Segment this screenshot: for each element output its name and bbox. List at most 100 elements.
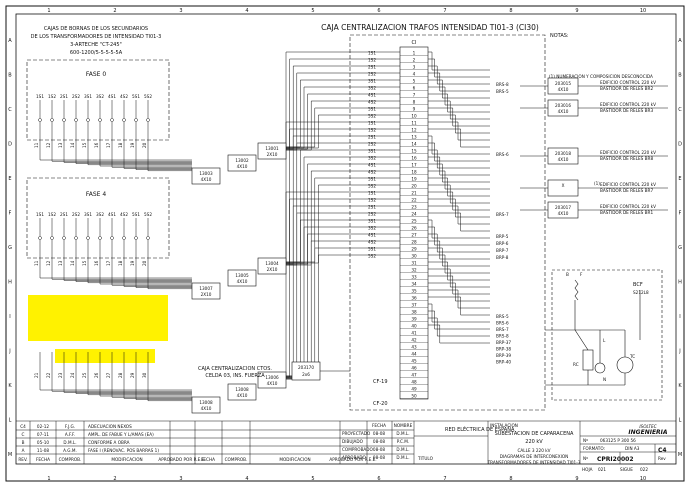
tb-role: DIBUJADO <box>342 439 364 444</box>
ci-terminal-label: 2S2 <box>368 142 376 147</box>
brp-label: BRP-6 <box>496 241 509 246</box>
heater-tc: TC <box>629 354 635 359</box>
ci-terminal-label: 1S2 <box>368 198 376 203</box>
ci-terminal-number: 39 <box>411 317 417 322</box>
terminal-point <box>62 236 66 240</box>
relay-cable-id: X <box>562 183 565 188</box>
wire <box>428 282 490 302</box>
left-title: CAJAS DE BORNAS DE LOS SECUNDARIOS DE LO… <box>31 26 162 56</box>
ci-terminal-number: 18 <box>411 170 417 175</box>
terminal-label: 3S1 <box>84 212 92 217</box>
wire <box>286 198 400 378</box>
brs-lower-label: BRP-38 <box>496 347 511 352</box>
brs-lower-label: BRP-39 <box>496 353 511 358</box>
ci-terminal-number: 34 <box>411 282 417 287</box>
wire <box>428 205 490 225</box>
grid-col-label: 8 <box>509 8 512 14</box>
terminal-number: 12 <box>46 142 51 148</box>
brs-lower-label: BRP-37 <box>496 340 511 345</box>
wire <box>285 191 400 376</box>
grid-col-label: 7 <box>443 476 446 482</box>
cable-id: 13006 <box>265 375 279 380</box>
terminal-label: 2S1 <box>60 212 68 217</box>
title-block <box>16 420 676 464</box>
brs-lower-label: BRS-5 <box>496 314 509 319</box>
terminal-number: 11 <box>34 260 39 266</box>
ci-terminal-number: 40 <box>411 324 417 329</box>
tb-company: INGENIERIA <box>628 429 667 436</box>
ci-terminal-label: 1S1 <box>368 191 376 196</box>
wire <box>286 240 400 380</box>
wire <box>428 191 490 211</box>
rev-checker: F.J.G. <box>65 424 75 429</box>
terminal-point <box>50 236 54 240</box>
ci-terminal-number: 41 <box>411 331 417 336</box>
wire <box>286 107 400 148</box>
drawing-frame <box>5 5 685 482</box>
grid-col-label: 7 <box>443 8 446 14</box>
terminal-number: 28 <box>118 372 123 378</box>
rev-code: C <box>22 432 25 437</box>
grid-row-label: C <box>8 107 12 113</box>
terminal-number: 30 <box>142 372 147 378</box>
wire <box>428 296 490 316</box>
tb-formato-value: DIN A3 <box>625 446 640 451</box>
ci-terminal-number: 32 <box>411 268 417 273</box>
rev-modification: ADECUACION NEXOS <box>88 424 132 429</box>
wire <box>428 156 490 176</box>
terminal-point <box>98 118 102 122</box>
notes-n1: (1) NUMERACION Y COMPOSICION DESCONOCIDA <box>549 74 653 79</box>
rev-date: 11-08 <box>37 448 50 453</box>
tb-fecha-header: FECHA <box>372 423 386 428</box>
terminal-point <box>38 236 42 240</box>
terminal-label: 5S1 <box>132 212 140 217</box>
rev-modification: AMPL. DE FABUE Y L/AMAS (EA) <box>88 432 154 437</box>
tb-role: PROYECTADO <box>342 431 371 436</box>
terminal-point <box>74 118 78 122</box>
cable-boxes: 130012X10130024X10130034X10130042X101300… <box>191 142 287 414</box>
wire <box>428 275 490 295</box>
tb-titulo: TITULO <box>417 456 434 461</box>
grid-row-label: B <box>8 73 12 79</box>
ci-label: CI <box>412 40 417 46</box>
notes-title: NOTAS: <box>550 33 569 39</box>
wire <box>428 254 490 274</box>
ci-terminal-label: 5S2 <box>368 114 376 119</box>
wire <box>428 149 490 169</box>
rev-header: COMPROB. <box>59 457 82 462</box>
wire <box>286 163 400 265</box>
grid-row-label: K <box>678 383 682 389</box>
relay-cable-section: 4X10 <box>558 211 569 216</box>
grid-col-label: 1 <box>47 476 50 482</box>
tb-role: APROBADO <box>342 455 367 460</box>
ci-terminal-number: 22 <box>411 198 417 203</box>
rev-code: B <box>22 440 25 445</box>
terminal-number: 13 <box>58 260 63 266</box>
terminal-label: 4S2 <box>120 212 128 217</box>
grid-row-label: L <box>9 418 12 424</box>
terminal-label: 1S2 <box>48 94 56 99</box>
grid-col-label: 2 <box>113 476 116 482</box>
grid-row-label: J <box>678 349 680 355</box>
fase4-label: FASE 4 <box>86 191 107 198</box>
terminal-point <box>122 118 126 122</box>
terminal-number: 19 <box>130 142 135 148</box>
terminal-point <box>50 118 54 122</box>
terminal-label: 2S1 <box>60 94 68 99</box>
ci-terminal-number: 25 <box>411 219 417 224</box>
grid-col-label: 9 <box>575 8 578 14</box>
terminal-number: 14 <box>70 260 75 266</box>
rev-header: COMPROB. <box>225 457 248 462</box>
central-title: CAJA CENTRALIZACION TRAFOS INTENSIDAD TI… <box>321 23 539 32</box>
wire <box>428 114 490 134</box>
redaction-block <box>28 295 168 341</box>
ci-terminal-number: 13 <box>411 135 417 140</box>
ci-terminal-number: 30 <box>411 254 417 259</box>
cable-box <box>257 142 287 160</box>
grid-col-label: 4 <box>245 8 248 14</box>
ci-terminal-label: 1S1 <box>368 121 376 126</box>
grid-col-label: 10 <box>640 476 646 482</box>
ci-terminal-label: 2S2 <box>368 72 376 77</box>
wire <box>286 205 400 379</box>
